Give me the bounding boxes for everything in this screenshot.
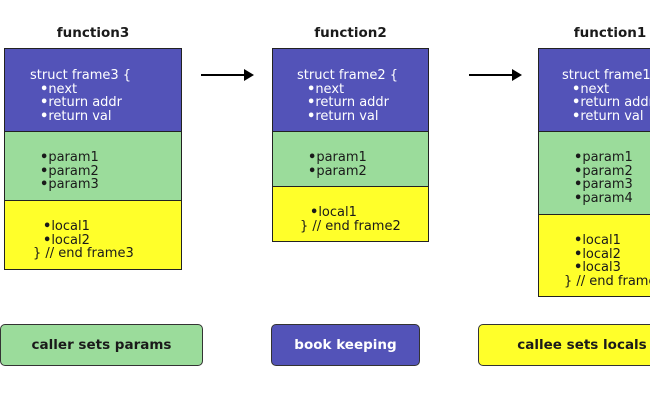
frame2-field: •return val (307, 108, 379, 124)
frame1-param: •param3 (574, 177, 633, 192)
frame1-local: •local3 (574, 260, 621, 275)
frame1-local: •local1 (574, 233, 621, 248)
function2-title: function2 (314, 25, 387, 41)
frame1-struct-open: struct frame1 { (562, 68, 650, 83)
frame3-param: •param3 (40, 177, 99, 192)
frame1-params: •param1 •param2 •param3 •param4 (538, 132, 650, 215)
legend-caller-sets-params: caller sets params (0, 324, 203, 366)
legend-callee-sets-locals: callee sets locals (478, 324, 650, 366)
frame1-param: •param4 (574, 190, 633, 206)
frame3-param: •param1 (40, 150, 99, 165)
frame3-local: •local1 (43, 219, 90, 234)
frame1-book-keeping: struct frame1 { •next •return addr •retu… (538, 48, 650, 132)
frame3-field: •return addr (40, 95, 123, 110)
frame3-field: •next (40, 81, 78, 97)
frame3-param: •param2 (40, 163, 99, 179)
frame3-struct-close: } // end frame3 (33, 246, 134, 261)
frame1-param: •param1 (574, 150, 633, 165)
frame3-struct-open: struct frame3 { (30, 68, 132, 83)
frame1-locals: •local1 •local2 •local3 } // end frame1 (538, 215, 650, 297)
frame2-book-keeping: struct frame2 { •next •return addr •retu… (272, 48, 429, 132)
frame2-param: •param1 (308, 150, 367, 165)
frame1-struct-close: } // end frame1 (564, 273, 650, 289)
frame2-param: •param2 (308, 163, 367, 179)
function3-title: function3 (56, 25, 130, 41)
frame2-local: •local1 (310, 205, 357, 220)
frame3-book-keeping: struct frame3 { •next •return addr •retu… (4, 48, 182, 132)
frame3-local: •local2 (43, 232, 90, 248)
frame3-field: •return val (40, 108, 112, 124)
frame1-stack-frame: struct frame1 { •next •return addr •retu… (538, 48, 650, 297)
frame1-field: •next (572, 81, 610, 97)
frame2-struct-close: } // end frame2 (300, 218, 401, 234)
frame2-stack-frame: struct frame2 { •next •return addr •retu… (272, 48, 429, 242)
frame3-stack-frame: struct frame3 { •next •return addr •retu… (4, 48, 182, 270)
call-arrow-icon (469, 69, 522, 81)
call-arrow-icon (201, 69, 254, 81)
legend-book-keeping: book keeping (271, 324, 420, 366)
frame1-field: •return addr (572, 95, 650, 110)
frame2-field: •return addr (307, 95, 390, 110)
frame2-field: •next (307, 81, 345, 97)
frame3-params: •param1 •param2 •param3 (4, 132, 182, 201)
frame2-params: •param1 •param2 (272, 132, 429, 187)
frame2-struct-open: struct frame2 { (297, 68, 399, 83)
frame2-locals: •local1 } // end frame2 (272, 187, 429, 242)
frame3-locals: •local1 •local2 } // end frame3 (4, 201, 182, 270)
function1-title: function1 (573, 25, 647, 41)
frame1-param: •param2 (574, 163, 633, 179)
frame1-field: •return val (572, 108, 644, 124)
frame1-local: •local2 (574, 246, 621, 262)
